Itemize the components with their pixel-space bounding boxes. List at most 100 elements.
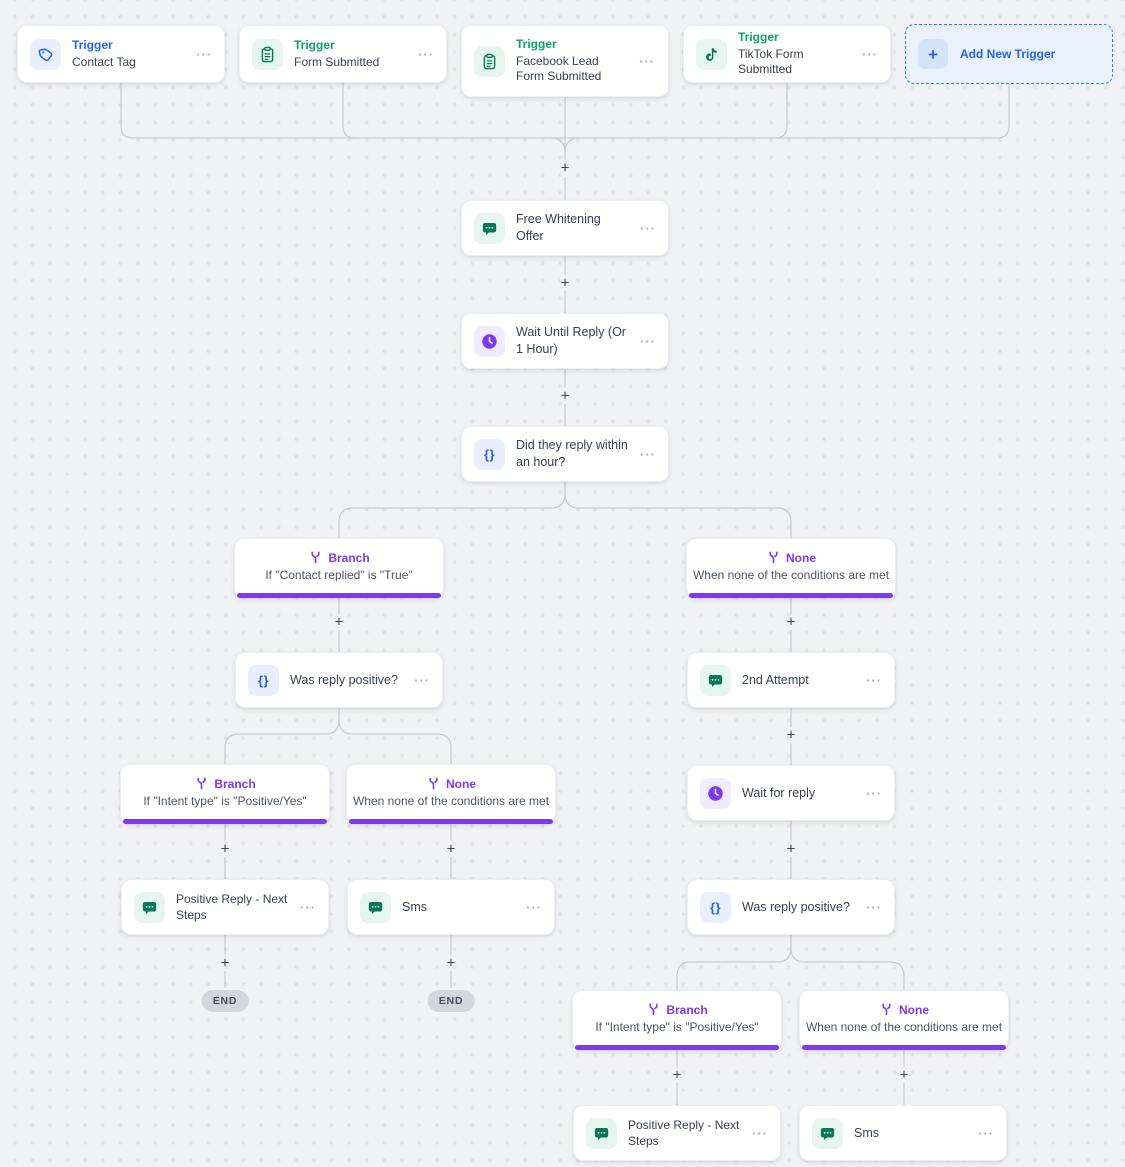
branch-card-none-left[interactable]: None When none of the conditions are met <box>346 764 556 824</box>
condition-title: Did they reply within an hour? <box>516 438 628 469</box>
add-step-button[interactable]: + <box>786 840 796 858</box>
branch-condition: When none of the conditions are met <box>352 794 550 808</box>
trigger-card-contact-tag[interactable]: Trigger Contact Tag ··· <box>17 25 225 83</box>
action-card-positive-reply-right[interactable]: Positive Reply - Next Steps ··· <box>573 1105 781 1161</box>
add-new-trigger-label: Add New Trigger <box>960 47 1056 61</box>
action-title: Sms <box>854 1125 879 1140</box>
condition-card-did-they-reply[interactable]: {} Did they reply within an hour? ··· <box>461 426 669 482</box>
branch-icon <box>769 551 778 564</box>
action-card-wait-for-reply[interactable]: Wait for reply ··· <box>687 765 895 821</box>
action-title: Wait for reply <box>742 785 816 800</box>
action-card-sms-right[interactable]: Sms ··· <box>799 1105 1007 1161</box>
action-title: Free Whitening Offer <box>516 212 601 243</box>
branch-label: None <box>899 1002 929 1017</box>
branch-condition: When none of the conditions are met <box>805 1020 1003 1034</box>
add-step-button[interactable]: + <box>899 1066 909 1084</box>
branch-label: Branch <box>214 776 256 791</box>
more-options-icon[interactable]: ··· <box>978 1125 994 1141</box>
tag-icon <box>30 38 61 70</box>
trigger-card-form-submitted[interactable]: Trigger Form Submitted ··· <box>239 25 447 83</box>
sms-icon <box>134 891 165 923</box>
trigger-label: Trigger <box>516 37 557 52</box>
more-options-icon[interactable]: ··· <box>526 899 542 915</box>
trigger-label: Trigger <box>294 37 335 52</box>
trigger-card-facebook-lead-form[interactable]: Trigger Facebook Lead Form Submitted ··· <box>461 25 669 97</box>
branch-label: Branch <box>666 1002 708 1017</box>
more-options-icon[interactable]: ··· <box>640 333 656 349</box>
add-new-trigger-button[interactable]: + Add New Trigger <box>905 24 1113 84</box>
more-options-icon[interactable]: ··· <box>866 899 882 915</box>
trigger-label: Trigger <box>738 30 779 45</box>
more-options-icon[interactable]: ··· <box>862 46 878 62</box>
branch-condition: If "Intent type" is "Positive/Yes" <box>595 1020 759 1034</box>
more-options-icon[interactable]: ··· <box>414 672 430 688</box>
branch-condition: If "Intent type" is "Positive/Yes" <box>143 794 307 808</box>
more-options-icon[interactable]: ··· <box>196 46 212 62</box>
more-options-icon[interactable]: ··· <box>752 1125 768 1141</box>
trigger-label: Trigger <box>72 37 113 52</box>
tiktok-icon <box>696 38 727 70</box>
action-title: Positive Reply - Next Steps <box>176 891 288 922</box>
add-step-button[interactable]: + <box>560 387 570 405</box>
branch-card-none-top[interactable]: None When none of the conditions are met <box>686 538 896 598</box>
branch-label: None <box>786 550 816 565</box>
action-card-positive-reply-left[interactable]: Positive Reply - Next Steps ··· <box>121 879 329 935</box>
branch-card-intent-right[interactable]: Branch If "Intent type" is "Positive/Yes… <box>572 990 782 1050</box>
action-card-2nd-attempt[interactable]: 2nd Attempt ··· <box>687 652 895 708</box>
trigger-name: Contact Tag <box>72 54 136 69</box>
braces-icon: {} <box>474 438 505 470</box>
action-card-sms-left[interactable]: Sms ··· <box>347 879 555 935</box>
sms-icon <box>360 891 391 923</box>
add-step-button[interactable]: + <box>786 726 796 744</box>
add-step-button[interactable]: + <box>560 159 570 177</box>
add-step-button[interactable]: + <box>672 1066 682 1084</box>
branch-card-none-right[interactable]: None When none of the conditions are met <box>799 990 1009 1050</box>
braces-icon: {} <box>248 664 279 696</box>
more-options-icon[interactable]: ··· <box>300 899 316 915</box>
branch-icon <box>197 777 206 790</box>
trigger-card-tiktok-form[interactable]: Trigger TikTok Form Submitted ··· <box>683 25 891 83</box>
branch-card-intent-left[interactable]: Branch If "Intent type" is "Positive/Yes… <box>120 764 330 824</box>
action-card-free-whitening-offer[interactable]: Free Whitening Offer ··· <box>461 200 669 256</box>
more-options-icon[interactable]: ··· <box>418 46 434 62</box>
branch-icon <box>311 551 320 564</box>
branch-icon <box>882 1003 891 1016</box>
action-title: Positive Reply - Next Steps <box>628 1117 740 1148</box>
more-options-icon[interactable]: ··· <box>640 446 656 462</box>
condition-title: Was reply positive? <box>290 672 398 687</box>
branch-condition: When none of the conditions are met <box>692 568 890 582</box>
add-step-button[interactable]: + <box>220 954 230 972</box>
action-card-wait-until-reply[interactable]: Wait Until Reply (Or 1 Hour) ··· <box>461 313 669 369</box>
end-badge: END <box>427 990 475 1012</box>
more-options-icon[interactable]: ··· <box>640 220 656 236</box>
trigger-name: Form Submitted <box>294 54 380 69</box>
branch-label: None <box>446 776 476 791</box>
branch-icon <box>649 1003 658 1016</box>
branch-card-contact-replied[interactable]: Branch If "Contact replied" is "True" <box>234 538 444 598</box>
trigger-name: TikTok Form Submitted <box>738 46 804 77</box>
condition-card-was-reply-positive-left[interactable]: {} Was reply positive? ··· <box>235 652 443 708</box>
add-step-button[interactable]: + <box>446 840 456 858</box>
add-step-button[interactable]: + <box>786 613 796 631</box>
add-step-button[interactable]: + <box>446 954 456 972</box>
more-options-icon[interactable]: ··· <box>866 785 882 801</box>
add-step-button[interactable]: + <box>220 840 230 858</box>
clipboard-icon <box>474 45 505 77</box>
action-title: Wait Until Reply (Or 1 Hour) <box>516 325 626 356</box>
branch-icon <box>429 777 438 790</box>
clipboard-icon <box>252 38 283 70</box>
sms-icon <box>474 212 505 244</box>
condition-card-was-reply-positive-right[interactable]: {} Was reply positive? ··· <box>687 879 895 935</box>
clock-icon <box>474 325 505 357</box>
add-step-button[interactable]: + <box>560 274 570 292</box>
sms-icon <box>586 1117 617 1149</box>
more-options-icon[interactable]: ··· <box>639 53 655 69</box>
add-step-button[interactable]: + <box>334 613 344 631</box>
plus-icon: + <box>918 39 948 69</box>
action-title: Sms <box>402 899 427 914</box>
more-options-icon[interactable]: ··· <box>866 672 882 688</box>
trigger-name: Facebook Lead Form Submitted <box>516 53 602 84</box>
condition-title: Was reply positive? <box>742 899 850 914</box>
branch-label: Branch <box>328 550 370 565</box>
